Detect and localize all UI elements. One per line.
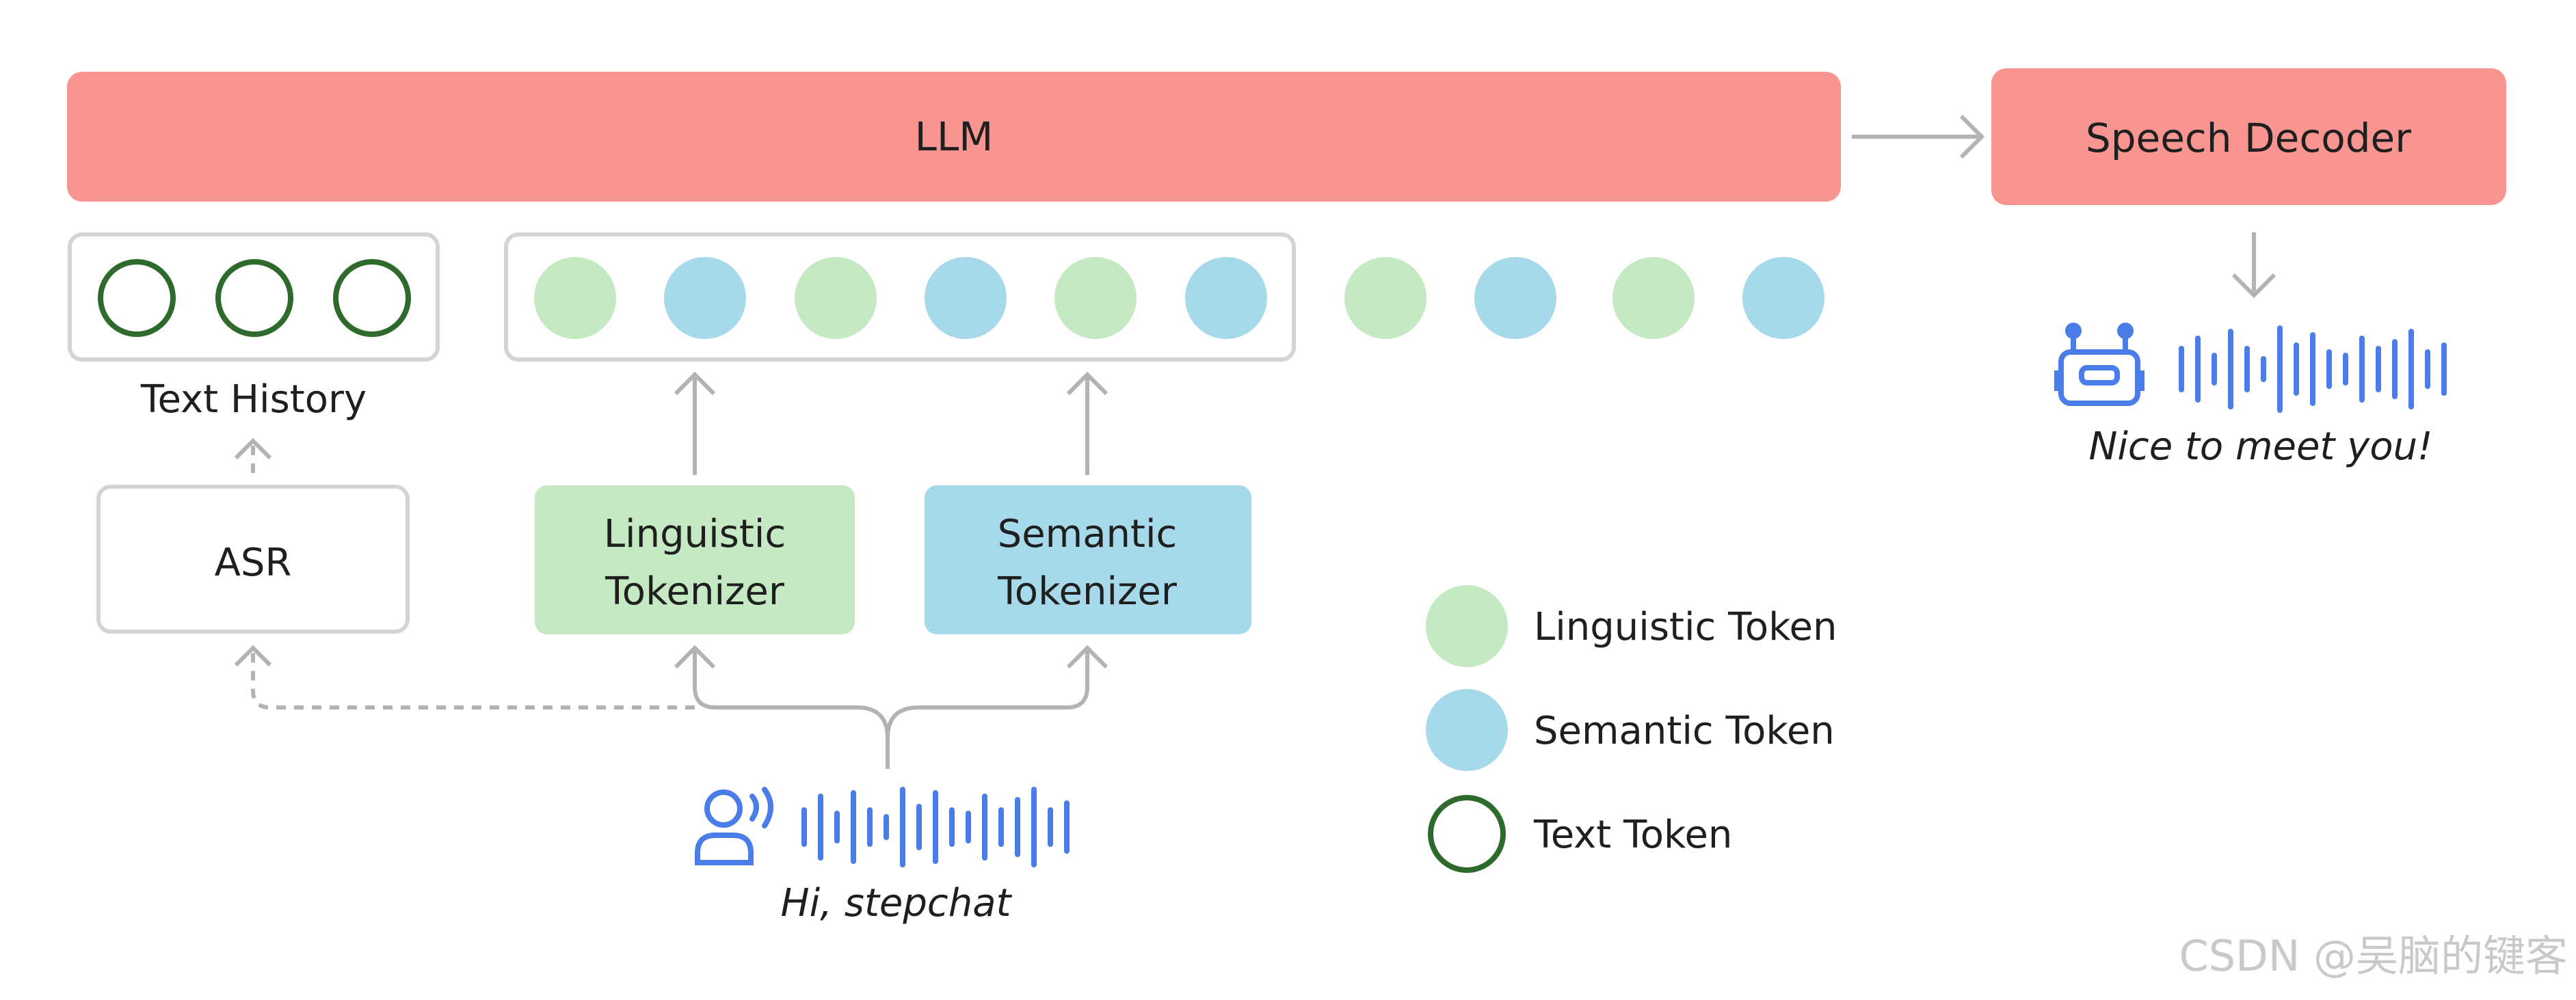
input-utterance: Hi, stepchat <box>781 881 1013 925</box>
linguistic-token <box>1612 257 1695 339</box>
llm-label: LLM <box>915 113 994 160</box>
token-sequence-box <box>504 232 1296 362</box>
legend-linguistic-swatch <box>1426 585 1508 667</box>
text-token <box>98 259 176 337</box>
input-to-asr-connector <box>251 648 695 710</box>
semantic-token <box>664 257 746 339</box>
semantic-token <box>1185 257 1267 339</box>
legend-semantic-label: Semantic Token <box>1534 709 1835 753</box>
semantic-up-arrowhead <box>1066 371 1108 396</box>
linguistic-tokenizer-box <box>535 485 855 634</box>
input-to-semantic-connector <box>886 648 1089 739</box>
linguistic-up-arrowhead <box>674 371 716 396</box>
legend-semantic-swatch <box>1426 689 1508 771</box>
speech-decoder-label: Speech Decoder <box>2086 115 2411 161</box>
linguistic-tokenizer-label-line2: Tokenizer <box>605 569 785 614</box>
asr-connector-arrowhead <box>234 645 272 667</box>
linguistic-tokenizer-label-line1: Linguistic <box>604 512 786 556</box>
legend-linguistic-label: Linguistic Token <box>1534 605 1837 649</box>
text-token <box>333 259 411 337</box>
text-history-label: Text History <box>140 377 367 422</box>
text-token <box>215 259 293 337</box>
semantic-tokenizer-label-line2: Tokenizer <box>997 569 1178 614</box>
asr-label: ASR <box>215 541 292 585</box>
asr-to-history-arrowhead <box>234 437 272 460</box>
decoder-down-arrowhead <box>2231 273 2276 299</box>
output-utterance: Nice to meet you! <box>2088 424 2432 469</box>
watermark: CSDN @吴脑的键客 <box>2179 931 2568 981</box>
linguistic-token <box>1344 257 1426 339</box>
text-history-box <box>68 232 440 362</box>
asr-box <box>96 485 410 634</box>
llm-block <box>67 72 1841 202</box>
robot-icon <box>2054 323 2145 406</box>
output-waveform-icon <box>2179 325 2447 413</box>
legend-text-label: Text Token <box>1533 813 1732 857</box>
semantic-connector-arrowhead <box>1066 645 1108 669</box>
semantic-token <box>1474 257 1556 339</box>
llm-to-decoder-arrowhead <box>1959 114 1985 159</box>
semantic-tokenizer-box <box>925 485 1251 634</box>
semantic-token <box>1742 257 1824 339</box>
semantic-token <box>925 257 1007 339</box>
legend-text-swatch <box>1428 795 1506 873</box>
linguistic-token <box>534 257 616 339</box>
token-sequence <box>534 257 1824 339</box>
semantic-tokenizer-label-line1: Semantic <box>998 512 1178 556</box>
linguistic-token <box>1054 257 1137 339</box>
linguistic-token <box>795 257 877 339</box>
linguistic-connector-arrowhead <box>674 645 716 669</box>
input-waveform-icon <box>801 787 1070 867</box>
input-to-linguistic-connector <box>693 648 890 769</box>
user-speaker-icon <box>695 787 773 865</box>
speech-decoder-block <box>1991 68 2506 205</box>
text-history-tokens <box>98 259 411 337</box>
